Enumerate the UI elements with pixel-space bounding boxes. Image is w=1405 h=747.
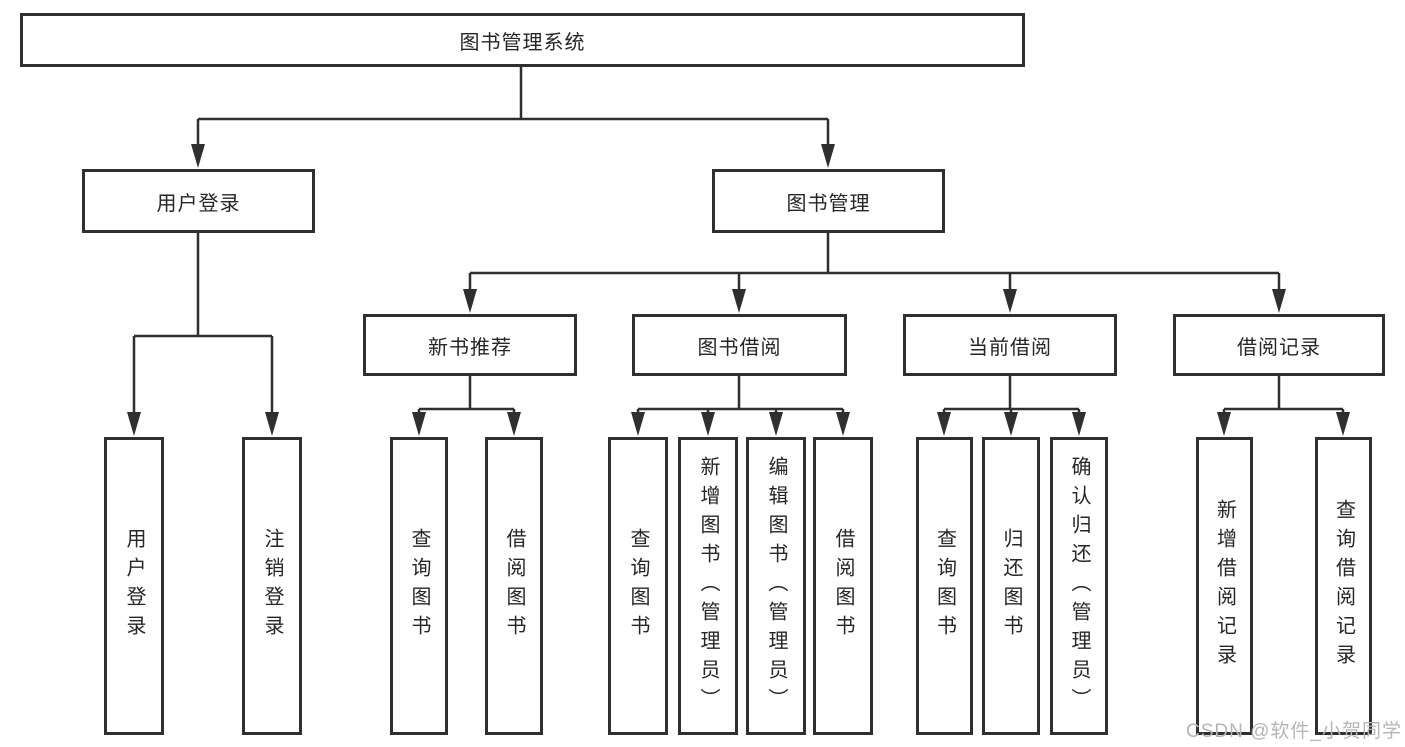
leaf-label: 归还图书	[1000, 528, 1022, 644]
leaf-logout: 注销登录	[242, 437, 302, 735]
node-book-borrowing: 图书借阅	[632, 314, 847, 376]
leaf-query-books-borrow: 查询图书	[608, 437, 668, 735]
leaf-label: 查询图书	[627, 528, 649, 644]
leaf-label: 确认归还（管理员）	[1068, 455, 1090, 717]
leaf-add-borrow-record: 新增借阅记录	[1196, 437, 1253, 735]
leaf-label: 借阅图书	[832, 528, 854, 644]
leaf-query-borrow-record: 查询借阅记录	[1315, 437, 1372, 735]
leaf-label: 新增图书（管理员）	[697, 455, 719, 717]
leaf-label: 借阅图书	[503, 528, 525, 644]
leaf-confirm-return-admin: 确认归还（管理员）	[1050, 437, 1108, 735]
leaf-label: 编辑图书（管理员）	[765, 455, 787, 717]
leaf-label: 注销登录	[261, 528, 283, 644]
leaf-add-books-admin: 新增图书（管理员）	[678, 437, 738, 735]
leaf-borrow-books: 借阅图书	[813, 437, 873, 735]
leaf-edit-books-admin: 编辑图书（管理员）	[746, 437, 806, 735]
node-new-book-recommend: 新书推荐	[363, 314, 577, 376]
leaf-query-books-current: 查询图书	[916, 437, 973, 735]
node-book-management: 图书管理	[712, 169, 945, 233]
node-system-root: 图书管理系统	[20, 13, 1025, 67]
node-borrowing-records: 借阅记录	[1173, 314, 1385, 376]
leaf-label: 查询图书	[933, 528, 956, 644]
leaf-query-books-recommend: 查询图书	[390, 437, 448, 735]
node-current-borrowing: 当前借阅	[903, 314, 1117, 376]
leaf-label: 用户登录	[123, 528, 145, 644]
node-user-login: 用户登录	[82, 169, 315, 233]
csdn-watermark: CSDN @软件_小贺同学	[1186, 721, 1402, 742]
leaf-user-login: 用户登录	[104, 437, 164, 735]
leaf-label: 查询借阅记录	[1332, 499, 1355, 673]
leaf-label: 新增借阅记录	[1213, 499, 1236, 673]
leaf-borrow-books-recommend: 借阅图书	[485, 437, 543, 735]
leaf-return-books: 归还图书	[982, 437, 1040, 735]
leaf-label: 查询图书	[408, 528, 430, 644]
